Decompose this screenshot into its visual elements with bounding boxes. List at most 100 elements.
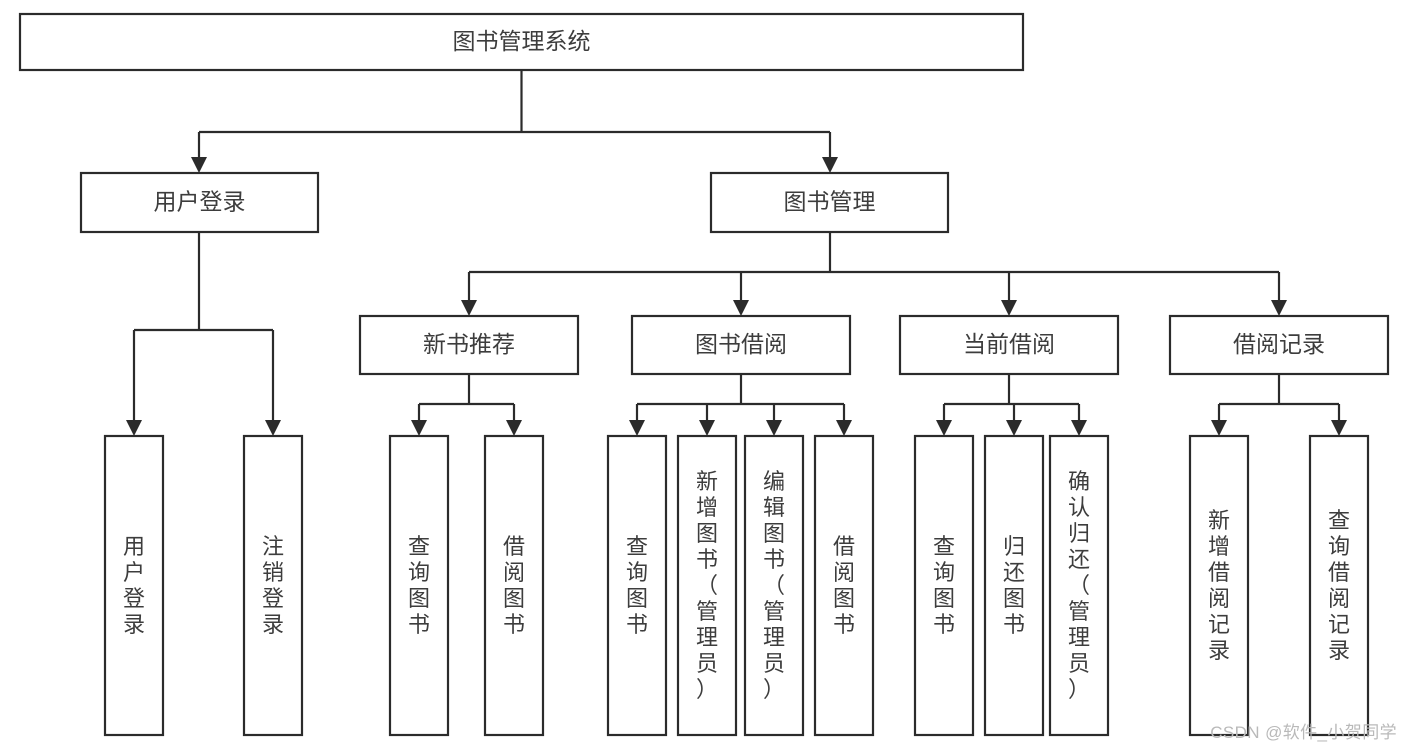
node-label: 查询图书 xyxy=(933,534,955,637)
node-box[interactable] xyxy=(709,171,950,234)
node-box[interactable] xyxy=(983,434,1045,737)
node-box[interactable] xyxy=(1048,434,1110,737)
node-box[interactable] xyxy=(18,12,1025,72)
node-label: 归还图书 xyxy=(1003,534,1025,637)
connector-edge-bb-leaf4 xyxy=(836,404,852,436)
connector-edge-to-current-borrow xyxy=(1001,272,1017,316)
connector-edge-user-leaf2 xyxy=(265,330,281,436)
node-label: 编辑图书（管理员） xyxy=(763,469,785,702)
arrow-head-icon xyxy=(766,420,782,436)
node-box[interactable] xyxy=(1188,434,1250,737)
node-label: 新书推荐 xyxy=(423,331,515,357)
node-book-manage[interactable]: 图书管理 xyxy=(709,171,950,234)
node-leaf-user-login[interactable]: 用户登录 xyxy=(103,434,165,737)
node-box[interactable] xyxy=(242,434,304,737)
arrow-head-icon xyxy=(126,420,142,436)
connector-edge-new-book-leaf1 xyxy=(411,404,427,436)
node-leaf-add-book-admin[interactable]: 新增图书（管理员） xyxy=(676,434,738,737)
arrow-head-icon xyxy=(411,420,427,436)
node-leaf-return-book[interactable]: 归还图书 xyxy=(983,434,1045,737)
node-label: 用户登录 xyxy=(154,189,246,215)
node-box[interactable] xyxy=(1308,434,1370,737)
node-label: 借阅记录 xyxy=(1233,331,1325,357)
node-box[interactable] xyxy=(358,314,580,376)
node-label: 图书借阅 xyxy=(695,331,787,357)
node-book-borrow[interactable]: 图书借阅 xyxy=(630,314,852,376)
node-label: 查询借阅记录 xyxy=(1328,508,1350,663)
node-label: 图书管理系统 xyxy=(453,28,591,54)
connector-edge-new-book-leaf2 xyxy=(506,404,522,436)
node-leaf-add-borrow-record[interactable]: 新增借阅记录 xyxy=(1188,434,1250,737)
connector-edge-br-leaf2 xyxy=(1331,404,1347,436)
arrow-head-icon xyxy=(1211,420,1227,436)
node-box[interactable] xyxy=(388,434,450,737)
node-label: 当前借阅 xyxy=(963,331,1055,357)
node-label: 注销登录 xyxy=(262,534,284,637)
node-box[interactable] xyxy=(483,434,545,737)
node-leaf-query-book-rec[interactable]: 查询图书 xyxy=(388,434,450,737)
node-box[interactable] xyxy=(898,314,1120,376)
node-label: 新增借阅记录 xyxy=(1208,508,1230,663)
connector-edge-cb-leaf2 xyxy=(1006,404,1022,436)
node-label: 图书管理 xyxy=(784,189,876,215)
arrow-head-icon xyxy=(191,157,207,173)
node-current-borrow[interactable]: 当前借阅 xyxy=(898,314,1120,376)
node-box[interactable] xyxy=(79,171,320,234)
node-leaf-query-borrow-record[interactable]: 查询借阅记录 xyxy=(1308,434,1370,737)
node-leaf-borrow-book-rec[interactable]: 借阅图书 xyxy=(483,434,545,737)
node-label: 用户登录 xyxy=(123,534,145,637)
node-box[interactable] xyxy=(676,434,738,737)
connector-edge-cb-leaf3 xyxy=(1071,404,1087,436)
arrow-head-icon xyxy=(629,420,645,436)
connector-edge-bb-leaf2 xyxy=(699,404,715,436)
node-label: 确认归还（管理员） xyxy=(1068,469,1090,702)
connector-edge-cb-leaf1 xyxy=(936,404,952,436)
connector-edge-to-book-manage xyxy=(822,132,838,173)
node-leaf-borrow-book[interactable]: 借阅图书 xyxy=(813,434,875,737)
node-borrow-record[interactable]: 借阅记录 xyxy=(1168,314,1390,376)
arrow-head-icon xyxy=(836,420,852,436)
connector-edge-to-user-login xyxy=(191,132,207,173)
node-box[interactable] xyxy=(813,434,875,737)
nodes-layer: 图书管理系统用户登录图书管理新书推荐图书借阅当前借阅借阅记录用户登录注销登录查询… xyxy=(18,12,1390,737)
arrow-head-icon xyxy=(1271,300,1287,316)
node-new-book-recommend[interactable]: 新书推荐 xyxy=(358,314,580,376)
connector-edge-bb-leaf3 xyxy=(766,404,782,436)
arrow-head-icon xyxy=(265,420,281,436)
arrow-head-icon xyxy=(461,300,477,316)
arrow-head-icon xyxy=(822,157,838,173)
connector-edge-bb-leaf1 xyxy=(629,404,645,436)
node-leaf-query-book-borrow[interactable]: 查询图书 xyxy=(606,434,668,737)
node-leaf-edit-book-admin[interactable]: 编辑图书（管理员） xyxy=(743,434,805,737)
node-label: 借阅图书 xyxy=(833,534,855,637)
connector-edge-to-new-book xyxy=(461,272,477,316)
node-user-login[interactable]: 用户登录 xyxy=(79,171,320,234)
node-label: 查询图书 xyxy=(626,534,648,637)
node-box[interactable] xyxy=(913,434,975,737)
arrow-head-icon xyxy=(699,420,715,436)
node-box[interactable] xyxy=(630,314,852,376)
edges-layer xyxy=(126,70,1347,436)
arrow-head-icon xyxy=(936,420,952,436)
node-label: 新增图书（管理员） xyxy=(696,469,718,702)
connector-edge-br-leaf1 xyxy=(1211,404,1227,436)
node-root[interactable]: 图书管理系统 xyxy=(18,12,1025,72)
arrow-head-icon xyxy=(1331,420,1347,436)
node-box[interactable] xyxy=(1168,314,1390,376)
connector-edge-user-leaf1 xyxy=(126,330,142,436)
node-box[interactable] xyxy=(606,434,668,737)
node-box[interactable] xyxy=(103,434,165,737)
node-label: 借阅图书 xyxy=(503,534,525,637)
node-leaf-user-logout[interactable]: 注销登录 xyxy=(242,434,304,737)
arrow-head-icon xyxy=(506,420,522,436)
node-leaf-confirm-return-admin[interactable]: 确认归还（管理员） xyxy=(1048,434,1110,737)
node-box[interactable] xyxy=(743,434,805,737)
arrow-head-icon xyxy=(1006,420,1022,436)
arrow-head-icon xyxy=(1001,300,1017,316)
node-leaf-query-book-current[interactable]: 查询图书 xyxy=(913,434,975,737)
arrow-head-icon xyxy=(1071,420,1087,436)
arrow-head-icon xyxy=(733,300,749,316)
connector-edge-to-book-borrow xyxy=(733,272,749,316)
